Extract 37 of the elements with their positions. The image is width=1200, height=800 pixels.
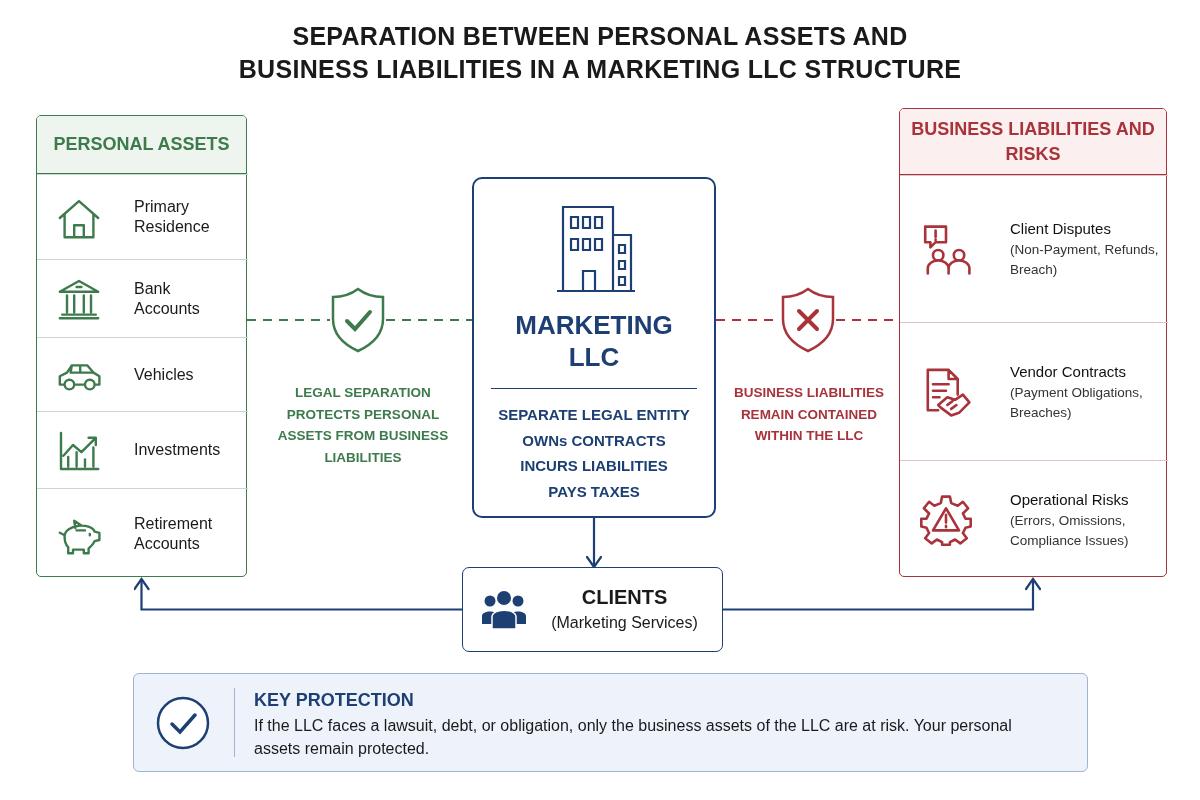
clients-title: CLIENTS [581, 585, 668, 610]
dashed-connector [386, 318, 472, 322]
asset-label: Bank Accounts [134, 278, 201, 319]
shield-icon [780, 287, 836, 353]
entity-role: INCURS LIABILITIES [519, 456, 669, 476]
asset-label: Primary Residence [134, 197, 211, 237]
risk-detail: (Non-Payment, Refunds, Breach) [1010, 241, 1160, 279]
risks-panel [899, 108, 1167, 577]
entity-role: PAYS TAXES [547, 481, 641, 502]
risk-title: Operational Risks [1010, 489, 1130, 510]
clients-card [462, 567, 723, 652]
dashed-connector [247, 318, 330, 322]
assets-panel [36, 115, 247, 577]
caption: LEGAL SEPARATION PROTECTS PERSONAL ASSETS FROM BUSINESS LIABILITIES [276, 384, 450, 467]
entity-role: OWNs CONTRACTS [521, 430, 667, 451]
entity-name: MARKETING LLC [514, 309, 674, 373]
note-text: If the LLC faces a lawsuit, debt, or obligation, only the business assets of the LLC are at risk. Your personal assets remain protected. [254, 716, 1013, 759]
asset-label: Investments [134, 440, 222, 460]
entity-role: SEPARATE LEGAL ENTITY [497, 405, 691, 425]
asset-label: Vehicles [134, 364, 195, 385]
shield-icon [330, 287, 386, 353]
risk-title: Client Disputes [1010, 219, 1112, 239]
title: SEPARATION BETWEEN PERSONAL ASSETS AND BUSINESS LIABILITIES IN A MARKETING LLC STRUCTURE [237, 21, 963, 85]
note-card [133, 673, 1088, 772]
llc-card [472, 177, 716, 518]
risk-title: Vendor Contracts [1010, 361, 1127, 382]
asset-label: Retirement Accounts [134, 513, 214, 554]
panel-heading: PERSONAL ASSETS [37, 116, 246, 174]
arrow [133, 577, 462, 611]
caption: BUSINESS LIABILITIES REMAIN CONTAINED WITHIN THE LLC [733, 384, 885, 445]
note-heading: KEY PROTECTION [254, 689, 414, 712]
risk-detail: (Payment Obligations, Breaches) [1010, 383, 1144, 422]
risk-detail: (Errors, Omissions, Compliance Issues) [1010, 511, 1130, 550]
arrow [585, 518, 603, 569]
panel-heading: BUSINESS LIABILITIES AND RISKS [900, 109, 1166, 175]
clients-detail: (Marketing Services) [551, 613, 698, 633]
arrow [723, 577, 1042, 611]
